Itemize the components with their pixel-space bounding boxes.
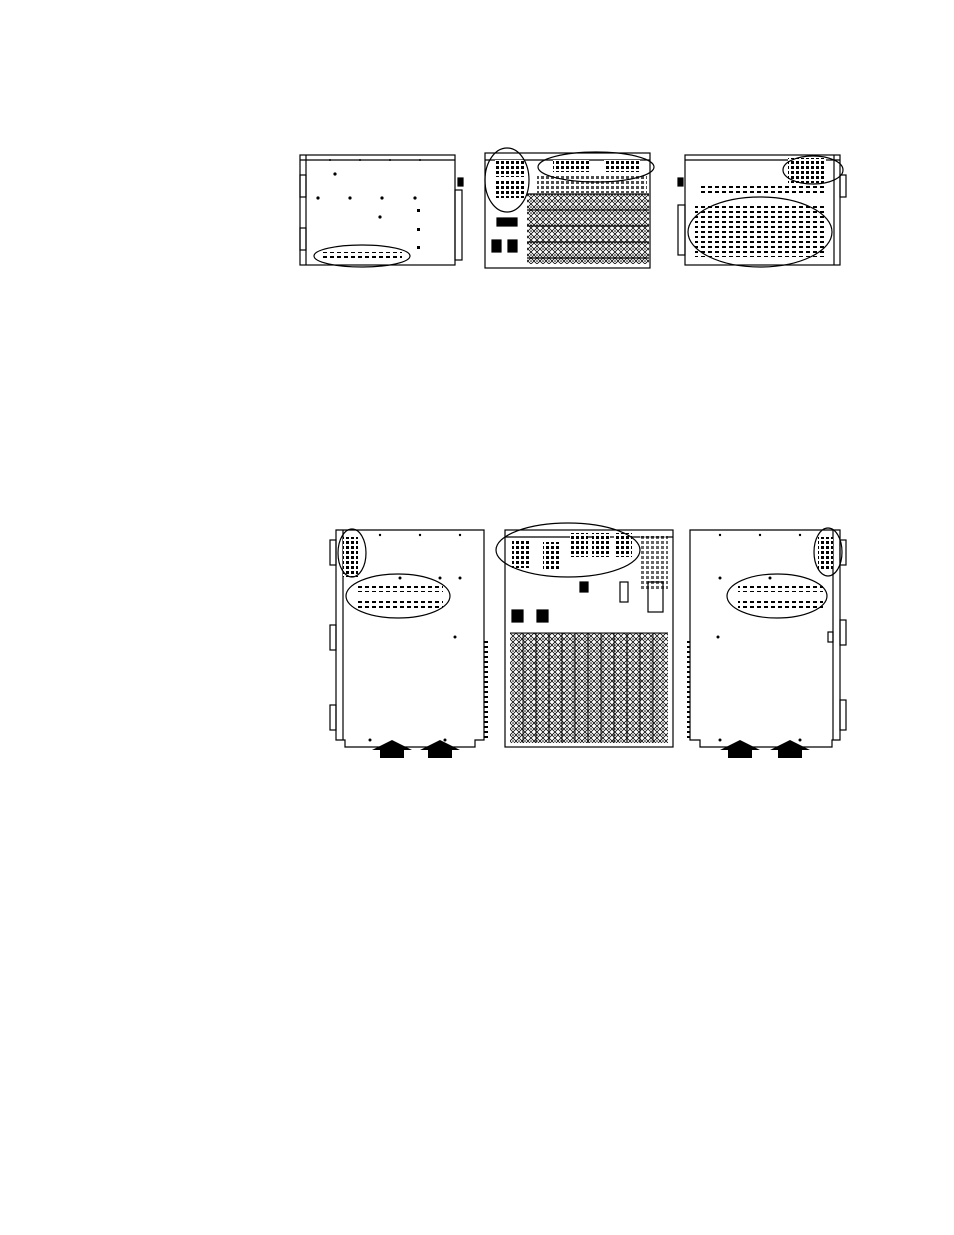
top-rear-view: [485, 148, 654, 268]
vent-ellipse-highlight-icon: [485, 148, 529, 212]
airflow-arrow-icon: [420, 740, 460, 758]
bottom-right-side-view: [684, 528, 846, 758]
bottom-rear-view: [496, 523, 673, 747]
bottom-left-side-view: [330, 529, 490, 758]
airflow-arrow-icon: [770, 740, 810, 758]
vent-ellipse-highlight-icon: [346, 574, 450, 618]
top-left-side-view: [300, 155, 463, 267]
figure-bottom: [330, 523, 846, 758]
airflow-arrow-icon: [372, 740, 412, 758]
airflow-arrow-icon: [720, 740, 760, 758]
top-right-side-view: [678, 155, 846, 267]
figure-top: [300, 148, 846, 268]
vent-ellipse-highlight-icon: [727, 574, 827, 618]
